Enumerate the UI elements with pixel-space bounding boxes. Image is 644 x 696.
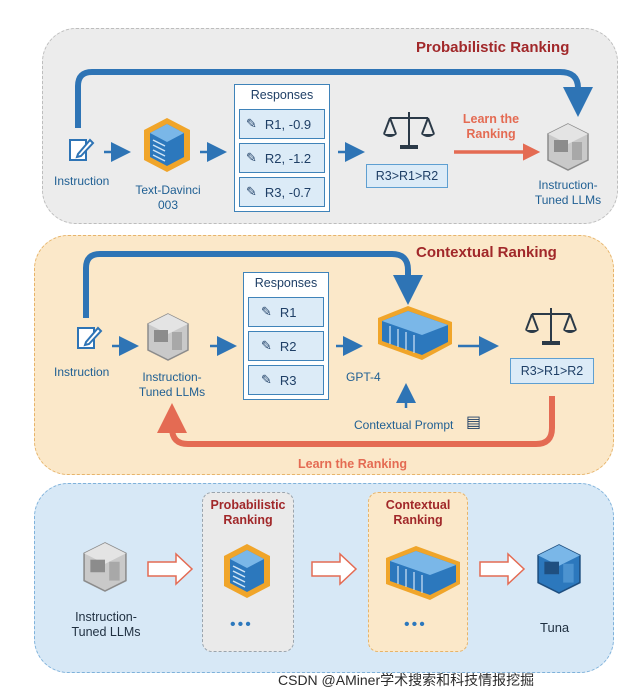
server-rack-icon — [376, 544, 462, 604]
balance-scale-icon — [524, 304, 578, 348]
s2-responses-box: Responses ✎R1 ✎R2 ✎R3 — [243, 272, 329, 400]
computer-icon — [82, 540, 128, 594]
training-pipeline-panel — [34, 483, 614, 673]
s2-response-item: ✎R2 — [248, 331, 324, 361]
watermark: CSDN @AMiner学术搜索和科技情报挖掘 — [278, 672, 535, 688]
tuna-computer-icon — [536, 542, 582, 596]
s3-tuned-label: Instruction- Tuned LLMs — [71, 610, 141, 639]
s1-responses-header: Responses — [250, 88, 314, 102]
s2-response-item: ✎R1 — [248, 297, 324, 327]
document-icon: ▤ — [466, 414, 482, 431]
edit-icon — [66, 134, 96, 164]
s2-response-item: ✎R3 — [248, 365, 324, 395]
s1-response-item: ✎R1, -0.9 — [239, 109, 325, 139]
document-icon: ✎ — [246, 116, 257, 131]
computer-icon — [546, 122, 590, 172]
s1-learn-label: Learn the Ranking — [462, 112, 520, 141]
s1-model-label: Text-Davinci 003 — [135, 183, 201, 212]
s1-instruction-label: Instruction — [54, 174, 110, 188]
s2-context-prompt-label: Contextual Prompt — [354, 418, 454, 432]
s1-responses-box: Responses ✎R1, -0.9 ✎R2, -1.2 ✎R3, -0.7 — [234, 84, 330, 212]
s2-instruction-label: Instruction — [54, 365, 110, 379]
hollow-arrows — [147, 552, 526, 586]
s2-learn-label: Learn the Ranking — [298, 457, 408, 471]
s2-title: Contextual Ranking — [416, 244, 557, 261]
s1-ranking-box: R3>R1>R2 — [366, 164, 448, 188]
edit-icon — [74, 322, 104, 352]
server-rack-icon — [368, 304, 454, 364]
s3-stage1-dots: ••• — [230, 616, 253, 633]
s1-response-item: ✎R2, -1.2 — [239, 143, 325, 173]
s1-tuned-label: Instruction- Tuned LLMs — [534, 178, 602, 207]
s3-output-label: Tuna — [540, 620, 570, 635]
balance-scale-icon — [382, 108, 436, 152]
s2-gpt-label: GPT-4 — [346, 370, 381, 384]
s3-stage1-title: Probabilistic Ranking — [210, 498, 286, 527]
document-icon: ✎ — [261, 372, 272, 387]
s1-title: Probabilistic Ranking — [416, 39, 570, 56]
s2-responses-header: Responses — [254, 276, 318, 290]
s1-response-item: ✎R3, -0.7 — [239, 177, 325, 207]
s1-loop-arrow — [75, 69, 593, 128]
document-icon: ✎ — [261, 338, 272, 353]
document-icon: ✎ — [246, 150, 257, 165]
server-icon — [220, 542, 274, 600]
server-icon — [140, 116, 194, 174]
probabilistic-ranking-panel — [42, 28, 618, 224]
s2-ranking-box: R3>R1>R2 — [510, 358, 594, 384]
document-icon: ✎ — [261, 304, 272, 319]
s3-stage2-dots: ••• — [404, 616, 427, 633]
s2-tuned-label: Instruction- Tuned LLMs — [138, 370, 206, 399]
document-icon: ✎ — [246, 184, 257, 199]
s3-stage2-title: Contextual Ranking — [385, 498, 451, 527]
computer-icon — [146, 312, 190, 362]
